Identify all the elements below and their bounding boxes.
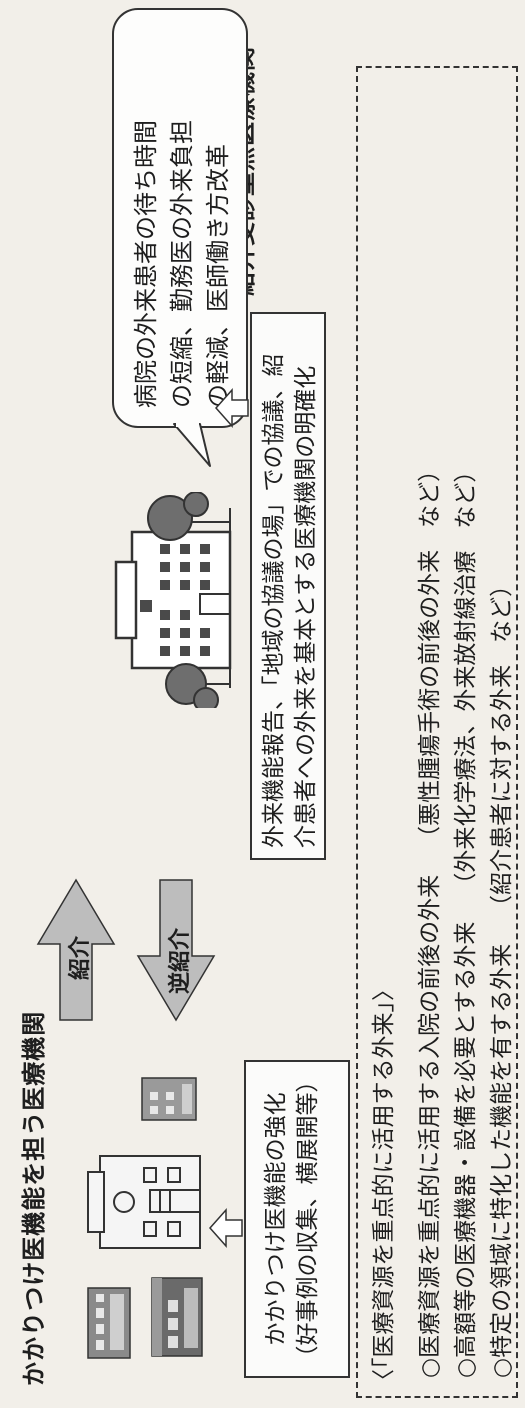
left-box-line1: かかりつけ医機能の強化 [263,1092,289,1346]
hospital-emblem-building-icon [87,1155,201,1249]
referral-label: 紹介 [68,935,93,980]
center-box-line1: 外来機能報告、「地域の協議の場」での協議、紹 [261,353,287,849]
resource-item: ○高額等の医療機器・設備を必要とする外来 （外来化学療法、外来放射線治療 など） [446,460,480,1378]
bubble-line3: の軽減、医師働き方改革 [204,144,232,408]
up-arrow-icon [208,1208,243,1248]
tree-icon [165,663,230,708]
left-title: かかりつけ医機能を担う医療機関 [20,1010,48,1386]
referral-arrow-icon [36,878,116,1021]
resource-item-note: （紹介患者に対する外来 [489,664,515,918]
speech-bubble-tail [173,423,211,467]
resource-item-note: （外来化学療法、外来放射線治療 [453,550,479,896]
resources-heading: 〈「医療資源を重点的に活用する外来」〉 [371,978,397,1392]
resource-item-text: ○特定の領域に特化した機能を有する外来 [489,943,515,1378]
referral-arrows [36,878,216,1022]
bubble-line1: 病院の外来患者の待ち時間 [132,120,160,408]
resource-item-text: ○高額等の医療機器・設備を必要とする外来 [453,921,479,1378]
small-clinic-icon [141,1077,197,1121]
resource-item-etc: など） [417,458,443,528]
center-box-line2: 介患者への外来を基本とする医療機関の明確化 [293,365,319,848]
reverse-referral-arrow-icon [136,879,216,1022]
center-box: 外来機能報告、「地域の協議の場」での協議、紹 介患者への外来を基本とする医療機関… [250,312,326,860]
tree-icon-2 [147,492,230,541]
reverse-referral-label: 逆紹介 [168,927,193,994]
shop-building-icon [151,1277,203,1357]
clinic-building-icon [87,1287,131,1359]
resource-item-note: （悪性腫瘍手術の前後の外来 [417,549,443,849]
hospital-building-icon [114,508,232,688]
up-arrow-icon-2 [214,388,249,428]
clinics-illustration [87,1077,203,1359]
resource-item-text: ○医療資源を重点的に活用する入院の前後の外来 [417,874,443,1378]
resource-item: ○特定の領域に特化した機能を有する外来 （紹介患者に対する外来 など） [482,574,516,1378]
hospital-illustration [114,492,232,708]
resource-item-etc: など） [453,459,479,529]
resource-item-etc: など） [489,573,515,643]
speech-bubble: 病院の外来患者の待ち時間 の短縮、勤務医の外来負担 の軽減、医師働き方改革 [112,8,248,428]
left-box-line2: （好事例の収集、横展開等） [295,1069,321,1369]
left-box: かかりつけ医機能の強化 （好事例の収集、横展開等） [244,1060,350,1378]
resource-item: ○医療資源を重点的に活用する入院の前後の外来 （悪性腫瘍手術の前後の外来 など） [410,459,444,1378]
bubble-line2: の短縮、勤務医の外来負担 [168,120,196,408]
